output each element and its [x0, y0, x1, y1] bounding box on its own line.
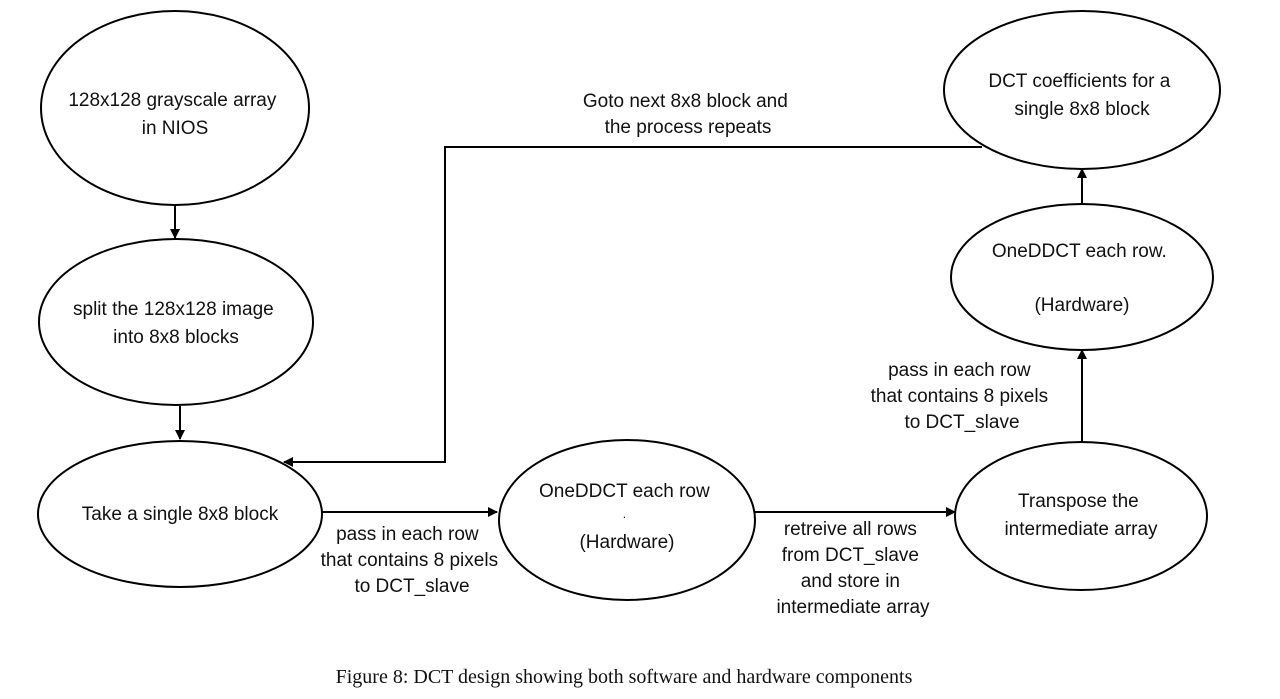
ellipse-dct-coefficients	[943, 10, 1221, 170]
node-onedct-row-1-label: OneDDCT each row . (Hardware)	[539, 481, 715, 553]
node-transpose: Transpose the intermediate array	[954, 441, 1208, 591]
node-dct-coefficients: DCT coefficients for a single 8x8 block	[943, 10, 1221, 170]
ellipse-transpose	[954, 441, 1208, 591]
node-transpose-label: Transpose the intermediate array	[1004, 491, 1158, 540]
node-onedct-row-2: OneDDCT each row. (Hardware)	[950, 203, 1214, 351]
edge-label-retrieve-rows: retreive all rows from DCT_slave and sto…	[776, 519, 930, 618]
ellipse-onedct-row-2	[950, 203, 1214, 351]
ellipse-single-block	[37, 440, 323, 588]
edge-label-next-block: Goto next 8x8 block and the process repe…	[583, 91, 793, 138]
figure-caption: Figure 8: DCT design showing both softwa…	[336, 666, 913, 688]
connectors	[170, 146, 1087, 517]
node-dct-coefficients-label: DCT coefficients for a single 8x8 block	[988, 71, 1175, 120]
ellipse-grayscale-array	[40, 10, 310, 206]
edge-label-pass-rows-2: pass in each row that contains 8 pixels …	[871, 360, 1054, 433]
edge-label-pass-rows-1: pass in each row that contains 8 pixels …	[321, 524, 504, 597]
node-single-block-label: Take a single 8x8 block	[82, 504, 279, 525]
node-grayscale-array: 128x128 grayscale array in NIOS	[40, 10, 310, 206]
node-onedct-row-2-label: OneDDCT each row. (Hardware)	[992, 241, 1172, 316]
node-single-block: Take a single 8x8 block	[37, 440, 323, 588]
node-split-image: split the 128x128 image into 8x8 blocks	[38, 238, 314, 406]
arrow-coefficients-to-block-loop	[283, 146, 982, 467]
node-split-image-label: split the 128x128 image into 8x8 blocks	[73, 299, 279, 348]
node-onedct-row-1: OneDDCT each row . (Hardware)	[498, 439, 756, 601]
ellipse-split-image	[38, 238, 314, 406]
node-grayscale-array-label: 128x128 grayscale array in NIOS	[68, 90, 281, 139]
ellipse-onedct-row-1	[498, 439, 756, 601]
